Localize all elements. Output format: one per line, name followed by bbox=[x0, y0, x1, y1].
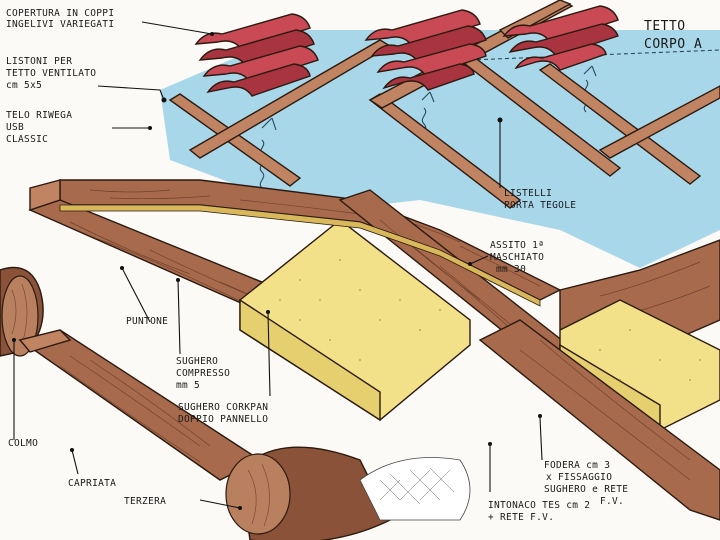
label-fodera-3: SUGHERO e RETE bbox=[544, 484, 628, 495]
tile-battens bbox=[168, 53, 702, 209]
title-line-2: CORPO A bbox=[644, 37, 702, 52]
roof-tiles-right bbox=[502, 5, 619, 71]
label-fodera-2: x FISSAGGIO bbox=[546, 472, 612, 483]
insulation-speckles bbox=[279, 259, 701, 381]
leader-lines bbox=[12, 21, 543, 510]
cork-layer bbox=[59, 204, 541, 307]
label-assito-3: mm 30 bbox=[496, 264, 526, 275]
label-corkpan-1: SUGHERO CORKPAN bbox=[178, 402, 268, 413]
label-copertura-1: COPERTURA IN COPPI bbox=[6, 8, 114, 19]
boarding-grain bbox=[89, 189, 711, 317]
lower-rafter bbox=[478, 319, 720, 521]
roof-tiles-middle bbox=[364, 9, 487, 91]
label-fodera-4: F.V. bbox=[600, 496, 624, 507]
label-sughero-3: mm 5 bbox=[176, 380, 200, 391]
label-telo-2: USB bbox=[6, 122, 24, 133]
label-sughero-2: COMPRESSO bbox=[176, 368, 230, 379]
label-copertura-2: INGELIVI VARIEGATI bbox=[6, 19, 114, 30]
label-telo-1: TELO RIWEGA bbox=[6, 110, 72, 121]
label-assito-1: ASSITO 1ª bbox=[490, 240, 544, 251]
label-intonaco-1: INTONACO TES cm 2 bbox=[488, 500, 590, 511]
label-intonaco-2: + RETE F.V. bbox=[488, 512, 554, 523]
label-terzera: TERZERA bbox=[124, 496, 166, 507]
label-listoni-1: LISTONI PER bbox=[6, 56, 72, 67]
label-assito-2: MASCHIATO bbox=[490, 252, 544, 263]
mesh-hatch bbox=[379, 467, 455, 505]
truss-capriata-top bbox=[18, 329, 72, 353]
label-listoni-3: cm 5x5 bbox=[6, 80, 42, 91]
rafter-puntone-top bbox=[29, 179, 61, 211]
roof-tiles-left bbox=[194, 13, 319, 97]
label-corkpan-2: DOPPIO PANNELLO bbox=[178, 414, 268, 425]
label-puntone: PUNTONE bbox=[126, 316, 168, 327]
plaster-mesh bbox=[359, 457, 471, 521]
label-telo-3: CLASSIC bbox=[6, 134, 48, 145]
label-capriata: CAPRIATA bbox=[68, 478, 116, 489]
label-colmo: COLMO bbox=[8, 438, 38, 449]
insulation-panel-left-side bbox=[239, 298, 381, 422]
label-sughero-1: SUGHERO bbox=[176, 356, 218, 367]
label-listelli-2: PORTA TEGOLE bbox=[504, 200, 576, 211]
label-listoni-2: TETTO VENTILATO bbox=[6, 68, 96, 79]
title-line-1: TETTO bbox=[644, 19, 686, 34]
label-fodera-1: FODERA cm 3 bbox=[544, 460, 610, 471]
label-listelli-1: LISTELLI bbox=[504, 188, 552, 199]
purlin-log-end bbox=[225, 453, 291, 535]
ridge-log-end bbox=[1, 275, 39, 357]
